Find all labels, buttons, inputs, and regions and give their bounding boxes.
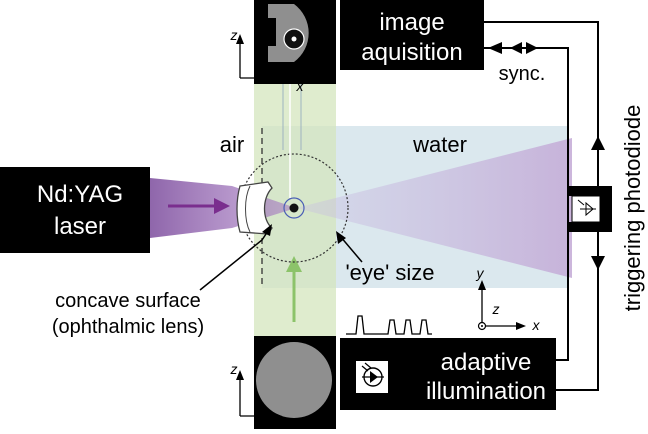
laser-beam-arrowhead: [214, 198, 230, 214]
sync-arrow-right: [526, 42, 538, 54]
eye-size-pointer: [339, 235, 363, 263]
axis-y-lab-label: y: [476, 265, 485, 281]
ophthalmic-lens: [236, 181, 273, 235]
axis-x-top-arrow: [272, 74, 282, 82]
adaptive-illumination-label-line1: adaptive: [441, 349, 532, 376]
ophthalmic-lens-curve: [245, 185, 251, 233]
illumination-arrowhead: [286, 256, 302, 272]
axis-x-lab-arrow: [516, 322, 526, 330]
water-label: water: [412, 132, 467, 157]
image-acquisition-box: [340, 0, 484, 70]
image-acquisition-label-line2: aquisition: [361, 39, 462, 66]
air-label: air: [220, 132, 244, 157]
axis-x-bottom-label: x: [296, 414, 305, 429]
camera-top-aperture-center: [291, 36, 297, 42]
axis-x-top-label: x: [296, 78, 305, 94]
concave-surface-label: concave surface: [55, 290, 201, 312]
axis-z-bottom-arrow: [236, 370, 244, 380]
axis-y-lab-arrow: [478, 280, 486, 290]
led-driver-icon-diode: [370, 371, 378, 383]
axis-z-top-label: z: [230, 27, 238, 43]
adaptive-illumination-label-line2: illumination: [426, 378, 546, 405]
illumination-source-disc: [256, 342, 332, 418]
sync-arrow-left: [510, 42, 522, 54]
laser-label-line1: Nd:YAG: [37, 181, 123, 208]
axis-z-lab-label: z: [492, 301, 500, 317]
axis-x-bottom-arrow: [272, 412, 282, 420]
photodiode-label: triggering photodiode: [620, 105, 645, 312]
concave-surface-sublabel: (ophthalmic lens): [52, 316, 204, 338]
axis-z-top-arrow: [236, 34, 244, 44]
trigger-arrowhead-up: [591, 136, 605, 150]
bubble-center: [289, 203, 299, 213]
photodiode-icon-ray: [577, 199, 585, 206]
photodiode-holder: [568, 186, 612, 232]
axis-z-bottom-label: z: [230, 361, 238, 377]
photodiode-icon-diode: [585, 201, 594, 217]
trigger-arrowhead-down: [591, 256, 605, 270]
laser-box: [0, 167, 150, 253]
sync-label: sync.: [499, 63, 546, 85]
illumination-pulse-sequence: [346, 315, 432, 335]
focus-cone: [296, 138, 572, 278]
sync-arrowhead-left: [488, 42, 502, 54]
led-driver-icon-ray: [361, 365, 369, 372]
concave-surface-pointer-head: [262, 224, 272, 236]
trigger-wire-bottom: [556, 232, 599, 391]
eye-size-label: 'eye' size: [345, 260, 434, 285]
axis-z-lab-dot: [481, 325, 483, 327]
image-acquisition-label-line1: image: [379, 9, 444, 36]
eye-size-pointer-head: [336, 231, 346, 244]
trigger-wire-top: [484, 21, 599, 186]
laser-label-line2: laser: [54, 213, 106, 240]
bubble-ring: [283, 197, 305, 219]
led-driver-icon-ray: [364, 362, 372, 369]
axis-x-lab-label: x: [532, 317, 541, 333]
